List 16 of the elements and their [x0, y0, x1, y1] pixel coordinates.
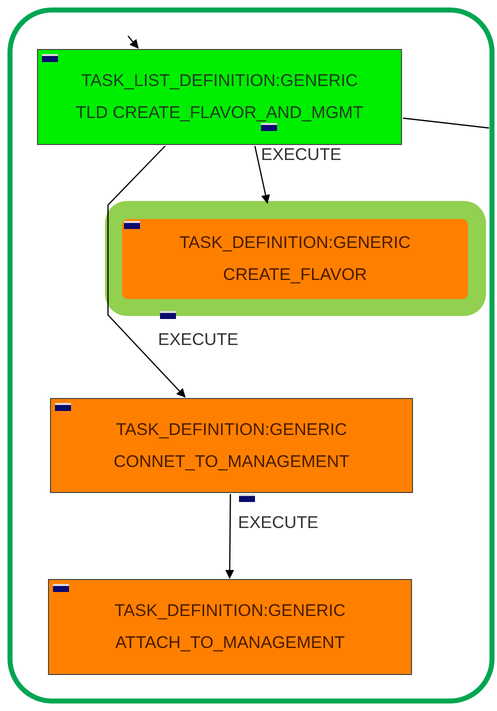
node-type: TASK_DEFINITION:GENERIC	[114, 601, 346, 621]
arrow	[128, 36, 139, 49]
arrow	[107, 146, 186, 398]
arrow	[254, 146, 270, 204]
node-type: TASK_DEFINITION:GENERIC	[116, 420, 348, 440]
node-type: TASK_LIST_DEFINITION:GENERIC	[81, 71, 358, 91]
node-type: TASK_DEFINITION:GENERIC	[179, 233, 411, 253]
task-box	[122, 219, 468, 299]
node-title: CREATE_FLAVOR	[223, 265, 367, 285]
node-title: ATTACH_TO_MANAGEMENT	[115, 633, 345, 653]
task-box	[48, 579, 412, 675]
node-title: TLD CREATE_FLAVOR_AND_MGMT	[76, 103, 364, 123]
task-box	[50, 398, 413, 493]
task-list-box	[37, 49, 402, 145]
arrow	[225, 494, 234, 579]
node-title: CONNET_TO_MANAGEMENT	[114, 452, 350, 472]
